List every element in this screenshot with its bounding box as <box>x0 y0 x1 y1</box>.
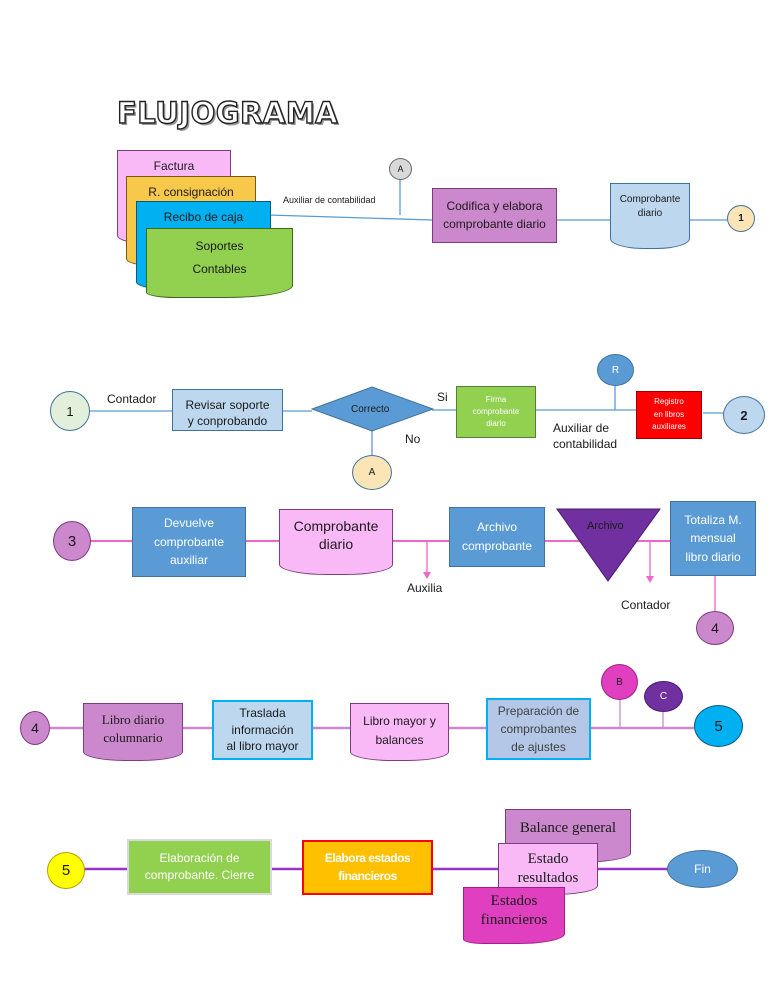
doc-estados-financieros: Estados financieros <box>463 887 565 944</box>
process-devuelve-line-2: comprobante <box>153 534 225 549</box>
process-estados-line-2: financieros <box>338 868 397 883</box>
label-si: Si <box>437 390 448 404</box>
process-totaliza: Totaliza M. mensual libro diario <box>670 501 756 576</box>
process-totaliza-line-1: Totaliza M. <box>684 512 742 527</box>
decision-correcto <box>311 386 434 432</box>
connector-a-row2: A <box>352 455 392 490</box>
process-archivo-line-1: Archivo <box>476 520 517 535</box>
process-firma-line-3: diario <box>486 419 506 428</box>
process-devuelve-line-1: Devuelve <box>163 516 215 531</box>
terminator-fin: Fin <box>667 850 738 888</box>
doc-resultados-line-1: Estado <box>527 851 569 868</box>
connector-2: 2 <box>723 396 765 434</box>
connector-5-row5: 5 <box>47 852 85 889</box>
doc-recibo-caja-label: Recibo de caja <box>163 210 244 224</box>
doc-soportes-label-1: Soportes <box>195 239 244 253</box>
doc-comprobante-row3-line-2: diario <box>318 536 354 553</box>
process-traslada-line-2: información <box>231 722 294 737</box>
process-preparacion-line-1: Preparación de <box>497 704 580 718</box>
doc-comprobante-diario-top: Comprobante diario <box>610 183 690 249</box>
process-totaliza-line-3: libro diario <box>685 549 741 564</box>
connector-3: 3 <box>53 521 91 561</box>
connector-r: R <box>597 354 634 386</box>
connector-c: C <box>644 681 683 712</box>
doc-soportes: Soportes Contables <box>146 228 293 298</box>
doc-libro-mayor: Libro mayor y balances <box>350 703 449 761</box>
connector-4-row3: 4 <box>696 611 734 645</box>
doc-financieros-line-1: Estados <box>490 893 538 909</box>
doc-comprobante-line-1: Comprobante <box>619 194 681 205</box>
process-preparacion-line-3: de ajustes <box>511 740 566 754</box>
doc-balance-general-label: Balance general <box>519 820 617 836</box>
row3-aux-arrowhead <box>423 572 431 579</box>
process-cierre-line-1: Elaboración de <box>159 850 240 865</box>
process-estados-line-1: Elabora estados <box>324 851 411 866</box>
connector-5-row4: 5 <box>694 705 743 747</box>
process-traslada-line-3: al libro mayor <box>226 739 299 754</box>
process-preparacion: Preparación de comprobantes de ajustes <box>486 698 591 760</box>
label-auxiliar-contabilidad: Auxiliar de contabilidad <box>283 195 376 205</box>
connector-1-row2: 1 <box>50 391 90 431</box>
doc-libro-diario-line-2: columnario <box>103 729 163 745</box>
process-registro-line-3: auxiliares <box>652 422 686 432</box>
doc-libro-mayor-line-2: balances <box>375 733 424 748</box>
doc-financieros-line-2: financieros <box>480 911 548 928</box>
process-elaboracion-cierre: Elaboración de comprobante. Cierre <box>127 839 272 895</box>
process-codifica-line-1: Codifica y elabora <box>446 199 543 214</box>
process-registro-line-1: Registro <box>654 397 684 407</box>
archive-triangle <box>556 508 661 582</box>
label-contador: Contador <box>107 392 157 406</box>
page-title: FLUJOGRAMA <box>116 95 339 130</box>
process-firma: Firma comprobante diario <box>456 386 536 438</box>
process-traslada: Traslada información al libro mayor <box>212 700 313 760</box>
process-firma-line-1: Firma <box>485 395 507 404</box>
process-revisar: Revisar soporte y conprobando <box>172 389 283 431</box>
process-codifica-line-2: comprobante diario <box>443 216 546 231</box>
decision-correcto-label: Correcto <box>351 404 390 415</box>
process-totaliza-line-2: mensual <box>690 531 736 546</box>
label-contador-row3: Contador <box>621 598 671 612</box>
process-preparacion-line-2: comprobantes <box>500 722 577 736</box>
label-auxiliar-line-1: Auxiliar de <box>553 421 610 435</box>
process-revisar-line-2: y conprobando <box>187 414 268 429</box>
process-registro-line-2: en libros <box>653 409 685 419</box>
connector-1-top: 1 <box>727 205 755 232</box>
connector-4-row4: 4 <box>20 711 50 745</box>
process-devuelve-line-3: auxiliar <box>169 553 208 568</box>
process-archivo-comprobante: Archivo comprobante <box>449 507 545 567</box>
process-revisar-line-1: Revisar soporte <box>185 398 270 412</box>
process-registro: Registro en libros auxiliares <box>636 391 702 439</box>
doc-libro-diario: Libro diario columnario <box>83 703 183 761</box>
connector-b: B <box>601 664 638 700</box>
process-firma-line-2: comprobante <box>472 407 520 416</box>
process-elabora-estados: Elabora estados financieros <box>302 840 433 895</box>
process-devuelve: Devuelve comprobante auxiliar <box>132 507 246 577</box>
doc-soportes-label-2: Contables <box>192 261 247 276</box>
label-no: No <box>405 432 421 446</box>
process-codifica: Codifica y elabora comprobante diario <box>432 188 557 243</box>
doc-comprobante-line-2: diario <box>637 207 663 219</box>
doc-factura-label: Factura <box>153 159 195 173</box>
connector-a-top: A <box>389 158 412 180</box>
doc-libro-mayor-line-1: Libro mayor y <box>363 714 436 728</box>
doc-estado-resultados: Estado resultados <box>498 843 598 895</box>
label-auxiliar-line-2: contabilidad <box>553 437 618 452</box>
doc-comprobante-row3-line-1: Comprobante <box>293 518 379 534</box>
row3-contador-arrowhead <box>646 576 654 583</box>
label-auxilia: Auxilia <box>407 581 443 595</box>
process-cierre-line-2: comprobante. Cierre <box>144 868 255 882</box>
doc-comprobante-diario-row3: Comprobante diario <box>279 509 393 575</box>
doc-resultados-line-2: resultados <box>517 870 579 886</box>
doc-consignacion-label: R. consignación <box>148 185 234 199</box>
label-auxiliar-contabilidad-row2: Auxiliar de contabilidad <box>553 420 617 452</box>
process-traslada-line-1: Traslada <box>239 705 286 720</box>
row1-main-line <box>267 214 433 221</box>
archive-triangle-label: Archivo <box>587 520 624 532</box>
doc-libro-diario-line-1: Libro diario <box>101 712 165 727</box>
process-archivo-line-2: comprobante <box>461 539 533 553</box>
